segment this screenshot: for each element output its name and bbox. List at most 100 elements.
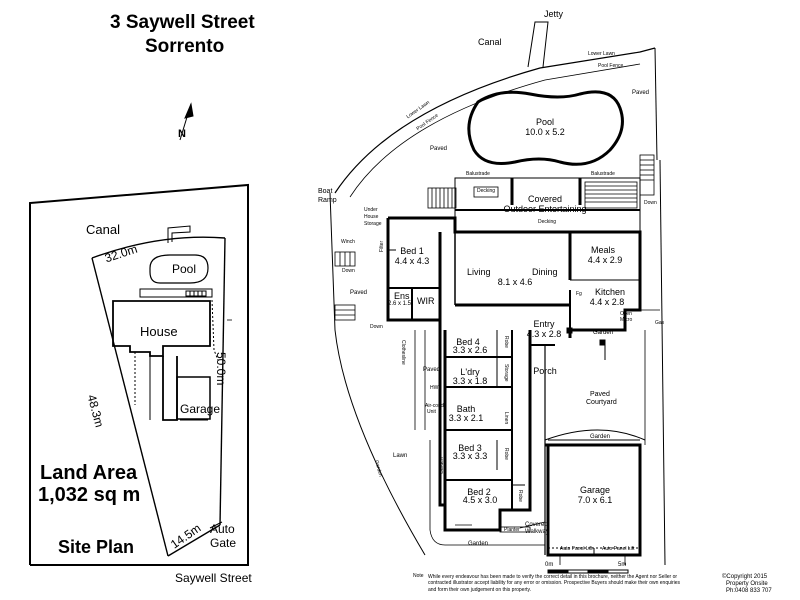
covered-sub: Outdoor Entertaining: [503, 204, 587, 214]
robe-2: Robe: [503, 448, 509, 460]
garden-right: Garden: [593, 330, 614, 336]
paved-side: Paved: [350, 290, 368, 296]
bed2-name: Bed 2: [467, 487, 491, 497]
site-canal-label: Canal: [86, 222, 120, 237]
garage-name: Garage: [579, 485, 611, 495]
paved-left: Paved: [430, 146, 448, 152]
note-text: While every endeavour has been made to v…: [428, 574, 681, 593]
bath-dims: 3.3 x 2.1: [448, 413, 484, 423]
bed1-dims: 4.4 x 4.3: [394, 256, 430, 266]
meals-dims: 4.4 x 2.9: [587, 255, 623, 265]
paved-courtyard-2: Courtyard: [586, 399, 617, 406]
storage-label: Storage: [503, 364, 509, 382]
boat-ramp-2: Ramp: [318, 197, 337, 204]
bed3-name: Bed 3: [458, 443, 482, 453]
site-garage-label: Garage: [180, 402, 221, 416]
jetty-label: Jetty: [544, 9, 564, 19]
kitchen-name: Kitchen: [594, 287, 626, 297]
scale-bar: [547, 569, 629, 574]
street-label: Saywell Street: [175, 571, 252, 585]
site-plan-boundary: [29, 183, 249, 566]
garden-garage: Garden: [590, 434, 611, 440]
site-pool-label: Pool: [172, 262, 197, 276]
garage-dims: 7.0 x 6.1: [577, 495, 613, 505]
house-walls: [386, 216, 642, 555]
bed2-dims: 4.5 x 3.0: [462, 495, 498, 505]
wir-label: WIR: [417, 296, 435, 306]
ens-dims: 2.6 x 1.5: [388, 301, 412, 307]
under-house-2: House: [364, 214, 379, 220]
paved-mid: Paved: [423, 367, 441, 373]
pool-dims: 10.0 x 5.2: [525, 127, 565, 137]
decking-mid: Decking: [538, 219, 557, 225]
north-label: N: [178, 128, 186, 140]
boat-ramp-1: Boat: [318, 188, 333, 195]
scale-end: 5m: [618, 562, 627, 568]
land-area-heading: Land Area: [40, 462, 138, 484]
pool-name: Pool: [535, 117, 555, 127]
note-label: Note: [413, 573, 424, 579]
auto-panel-lift-2: Auto Panel Lift: [602, 546, 635, 552]
jetty-structure: [527, 21, 549, 68]
planter-label: Planter: [504, 527, 520, 533]
living-label: Living: [467, 267, 491, 277]
bath-name: Bath: [456, 404, 476, 414]
site-dim-right: 50.0m: [214, 352, 228, 386]
balustrade-right: Balustrade: [591, 171, 615, 177]
robe-1: Robe: [503, 336, 509, 348]
page-subtitle: Sorrento: [145, 36, 225, 57]
covered-name: Covered: [527, 194, 563, 204]
covered-walkway-2: Walkway: [525, 529, 549, 535]
pool-outline: [467, 90, 624, 166]
lower-lawn-top: Lower Lawn: [588, 51, 615, 57]
canal-edge: [329, 47, 666, 566]
micro-label: Micro: [620, 317, 633, 323]
scale-start: 0m: [545, 562, 554, 568]
filter-label: Filter: [379, 240, 385, 252]
dining-label: Dining: [532, 267, 558, 277]
garage-structure: [544, 429, 646, 557]
paved-top: Paved: [632, 90, 650, 96]
entry-name: Entry: [533, 319, 555, 329]
hws-label: HWS: [430, 385, 442, 391]
bed3-dims: 3.3 x 3.3: [452, 451, 488, 461]
balustrade-left: Balustrade: [466, 171, 490, 177]
meals-name: Meals: [590, 245, 616, 255]
site-paths: [414, 309, 660, 565]
down-right: Down: [644, 200, 657, 206]
covered-walkway-1: Covered: [525, 522, 548, 528]
clothesline-label: Clothesline: [400, 340, 406, 365]
bed4-name: Bed 4: [456, 337, 480, 347]
ldry-dims: 3.3 x 1.8: [452, 376, 488, 386]
copyright-3: Ph:0408 833 707: [726, 588, 772, 594]
aircond-1: Air-cond: [425, 403, 444, 409]
auto-gate-label-2: Gate: [210, 536, 237, 550]
canal-label: Canal: [478, 37, 502, 47]
decking-top: Decking: [477, 188, 496, 194]
robe-3: Robe: [517, 490, 523, 502]
down-bottom: Down: [370, 324, 383, 330]
gas-label: Gas: [655, 320, 665, 326]
porch-label: Porch: [533, 366, 557, 376]
bed4-dims: 3.3 x 2.6: [452, 345, 488, 355]
fridge-label: Fg: [576, 291, 582, 297]
garden-vertical: Garden: [439, 457, 445, 474]
oven-label: Oven: [620, 311, 632, 317]
lawn-label: Lawn: [393, 453, 408, 459]
under-house-1: Under: [364, 207, 378, 213]
winch-label: Winch: [341, 239, 355, 245]
site-plan-features: [112, 225, 219, 421]
under-house-3: Storage: [364, 221, 382, 227]
pool-fence-top: Pool Fence: [598, 63, 624, 69]
auto-gate-label-1: Auto: [210, 522, 235, 536]
paved-courtyard-1: Paved: [590, 391, 610, 398]
north-arrow-icon: [179, 102, 194, 141]
kitchen-dims: 4.4 x 2.8: [589, 297, 625, 307]
copyright-2: Property Onsite: [726, 581, 768, 587]
bed1-name: Bed 1: [400, 246, 424, 256]
site-plan-title: Site Plan: [58, 537, 135, 557]
land-area-value: 1,032 sq m: [38, 484, 141, 506]
aircond-2: Unit: [427, 409, 436, 415]
page-title: 3 Saywell Street: [110, 12, 255, 33]
